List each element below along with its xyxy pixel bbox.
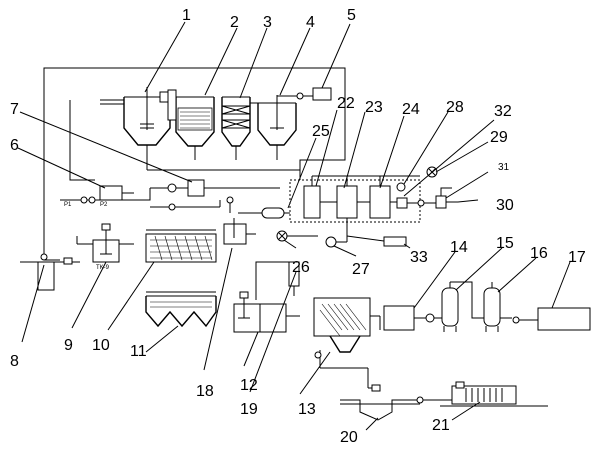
unit-33-tank <box>346 235 407 247</box>
callout-1: 1 <box>182 7 191 24</box>
callout-31: 31 <box>498 162 510 173</box>
callout-30: 30 <box>496 197 514 214</box>
callout-10: 10 <box>92 337 110 354</box>
unit-31-box <box>435 195 447 209</box>
unit-27-pump <box>325 236 348 248</box>
callout-11: 11 <box>130 343 147 360</box>
unit-4-clarifier <box>250 95 297 160</box>
unit-18-tank <box>223 218 256 245</box>
unit-15-vessel <box>434 281 484 332</box>
callout-24: 24 <box>402 101 420 118</box>
callout-3: 3 <box>263 14 272 31</box>
vessel-22 <box>303 185 321 219</box>
callout-4: 4 <box>306 14 315 31</box>
unit-1-reactor <box>100 87 171 160</box>
unit-2-filter <box>167 89 215 160</box>
instrument-cluster <box>396 166 458 209</box>
callout-13: 13 <box>298 401 316 418</box>
callout-8: 8 <box>10 353 19 370</box>
callout-33: 33 <box>410 249 428 266</box>
vessel-24 <box>369 185 391 219</box>
pump-7 <box>167 183 177 193</box>
dosing-pump-5 <box>296 92 304 100</box>
mid-pipe-headers: P1 P2 <box>60 100 300 211</box>
column-side-pipe <box>167 89 177 121</box>
callout-9: 9 <box>64 337 73 354</box>
valve-mid-1 <box>80 196 88 204</box>
unit-17-product-tank <box>519 307 591 331</box>
pump-8 <box>40 253 48 261</box>
valve-mid-2 <box>88 196 96 204</box>
unit-28-box <box>396 197 408 209</box>
callout-19: 19 <box>240 401 258 418</box>
callout-2: 2 <box>230 14 239 31</box>
unit-25-horizontal-tank <box>226 188 301 219</box>
callout-16: 16 <box>530 245 548 262</box>
pump-label-a: P1 <box>64 202 72 208</box>
dosing-tank-5 <box>312 87 332 101</box>
unit-14-buffer-tank <box>383 305 435 331</box>
callout-26: 26 <box>292 259 310 276</box>
callout-18: 18 <box>196 383 214 400</box>
unit-13-lamella-settler <box>313 297 381 388</box>
valve-mid-3 <box>168 203 176 211</box>
pump-14 <box>425 313 435 323</box>
callout-7: 7 <box>10 101 19 118</box>
lamella-plates <box>319 303 367 337</box>
vessel-23 <box>336 185 358 219</box>
unit-8-sump <box>20 253 80 291</box>
callout-28: 28 <box>446 99 464 116</box>
unit-21-filter-press <box>440 381 548 407</box>
unit-20-sludge-pit <box>340 384 452 421</box>
callout-15: 15 <box>496 235 514 252</box>
press-plates <box>465 388 503 402</box>
pump-25 <box>226 196 234 204</box>
unit-11-sedimentation <box>145 291 217 328</box>
dosing-box-1 <box>159 91 169 103</box>
filter-media-pattern <box>180 111 210 129</box>
valve-31 <box>417 199 425 207</box>
callout-6: 6 <box>10 137 19 154</box>
unit-3-packed-tower <box>221 96 251 160</box>
unit-10-aeration-tank <box>145 229 217 263</box>
callout-12: 12 <box>240 377 258 394</box>
callout-17: 17 <box>568 249 586 266</box>
callout-21: 21 <box>432 417 450 434</box>
callout-32: 32 <box>494 103 512 120</box>
unit-6-tank <box>99 185 134 201</box>
unit-19-column <box>255 261 300 300</box>
pump-label-b: P2 <box>100 202 108 208</box>
unit-7-tank <box>150 179 280 197</box>
callout-29: 29 <box>490 129 508 146</box>
callout-14: 14 <box>450 239 468 256</box>
callout-5: 5 <box>347 7 356 24</box>
callout-27: 27 <box>352 261 370 278</box>
meter-32 <box>396 182 406 192</box>
pump-16 <box>512 316 520 324</box>
top-return-line <box>43 67 346 261</box>
callout-25: 25 <box>312 123 330 140</box>
callout-numbers: 1 2 3 4 5 6 7 8 9 10 11 12 13 14 15 16 1… <box>10 7 586 446</box>
callout-23: 23 <box>365 99 383 116</box>
unit-16-vessel <box>483 282 520 332</box>
callout-20: 20 <box>340 429 358 446</box>
aeration-hatch <box>150 235 213 261</box>
unit-26-meter <box>276 230 318 242</box>
unit-5-dosing-tank <box>277 87 332 101</box>
callout-22: 22 <box>337 95 355 112</box>
pump-13 <box>314 351 322 359</box>
callout-leaders <box>17 21 571 431</box>
pump-20 <box>416 396 424 404</box>
unit-12-tank <box>233 291 300 333</box>
